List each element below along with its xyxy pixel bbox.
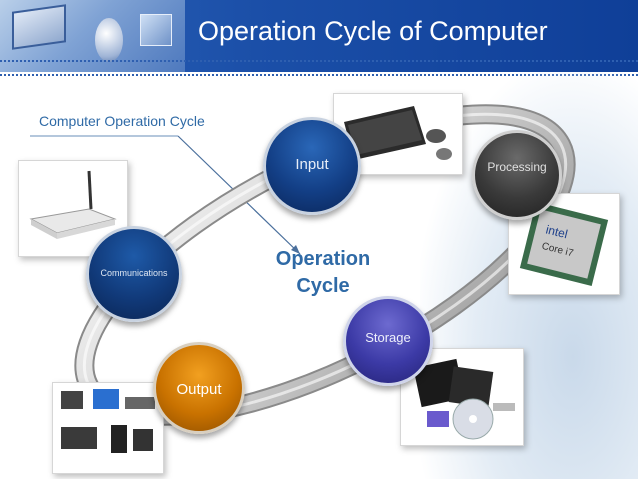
svg-text:intel: intel [544,222,569,241]
node-communications: Communications [86,226,182,322]
node-communications-label: Communications [100,268,168,278]
node-input-label: Input [295,155,329,173]
node-processing: Processing [472,130,562,220]
node-storage-label: Storage [365,329,411,345]
slide-title: Operation Cycle of Computer [198,16,548,46]
output-devices-photo [52,382,164,474]
header-dotted-line [0,60,638,62]
header-dotted-line-lower [0,74,638,76]
node-output-label: Output [176,380,222,398]
node-output: Output [153,342,245,434]
pointer-arrow-icon [291,245,300,254]
center-label-line2: Cycle [296,275,350,297]
node-input: Input [263,117,361,215]
subtitle: Computer Operation Cycle [39,113,205,129]
keyboard-photo [333,93,463,175]
node-processing-label: Processing [487,160,547,174]
center-label-line1: Operation [275,248,371,270]
mouse-image [95,18,123,62]
node-storage: Storage [343,296,433,386]
cube-image [140,14,172,46]
center-label: Operation Cycle [259,246,387,300]
cpu-photo: intel Core i7 [508,193,620,295]
